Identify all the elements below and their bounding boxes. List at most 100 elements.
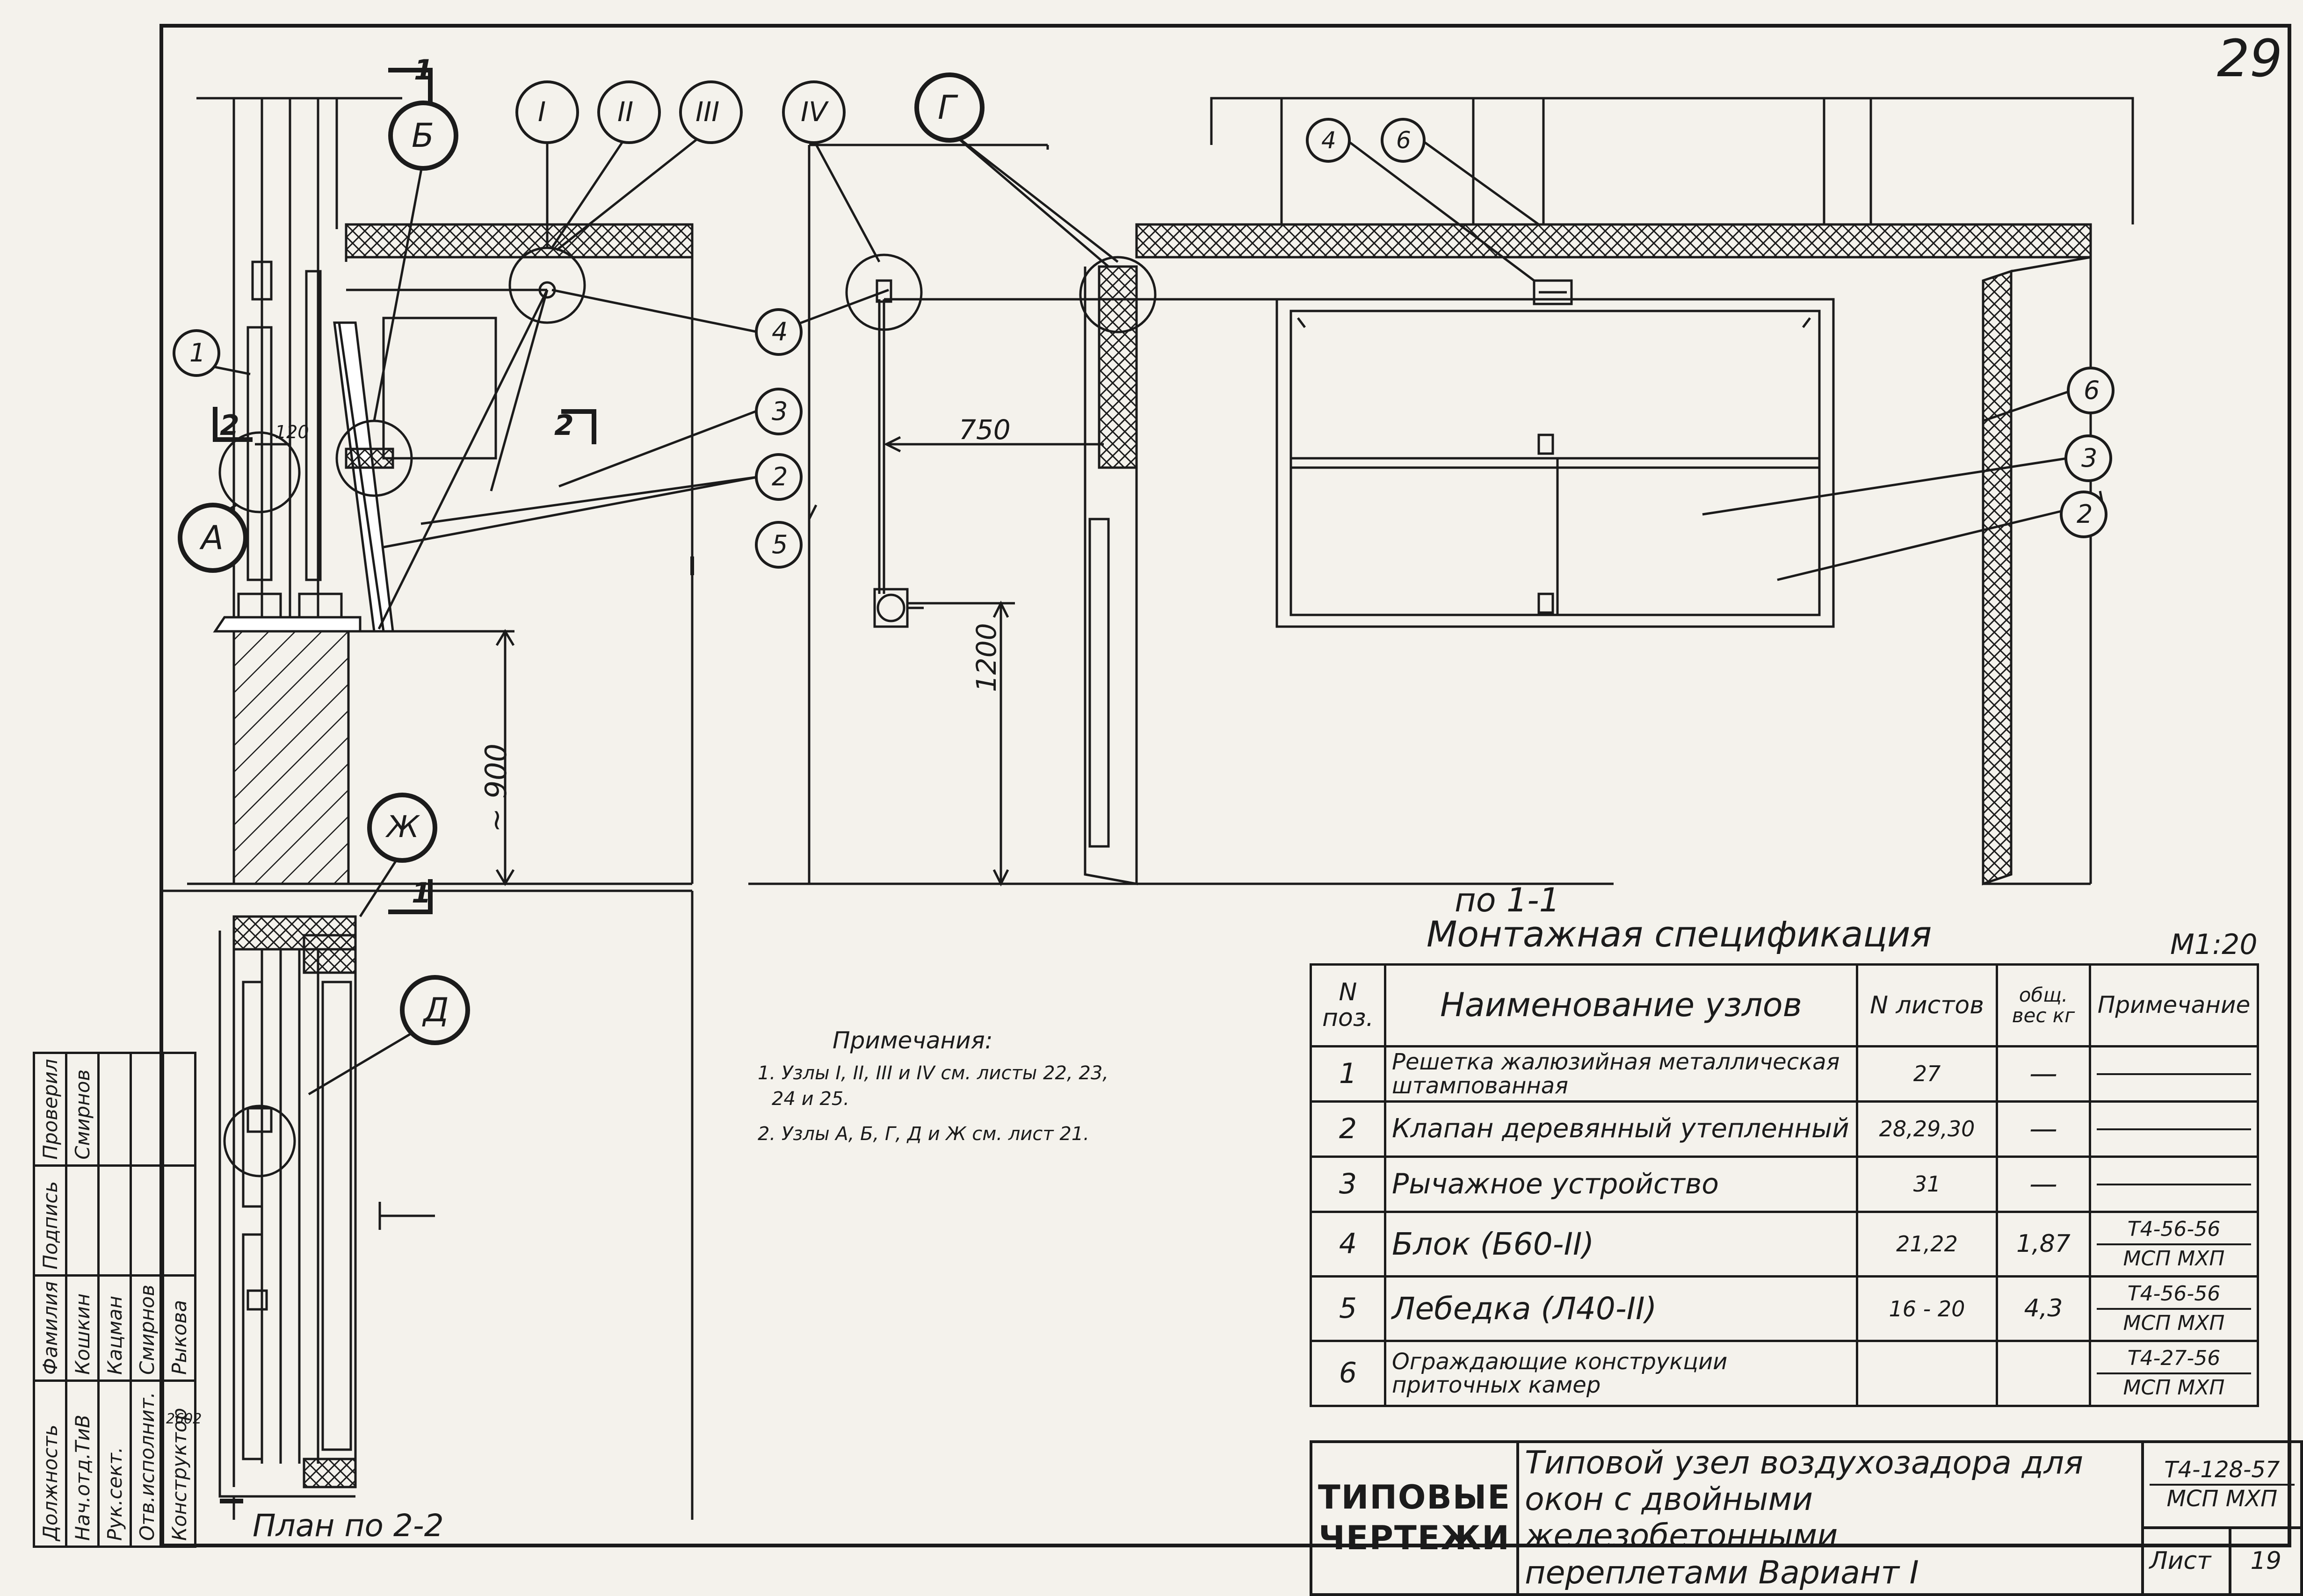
callout-node-g: Г [938, 88, 956, 127]
sheet-value: 19 [2229, 1526, 2303, 1596]
drawing-code: Т4-128-57 МСП МХП [2141, 1440, 2303, 1529]
pos-6-right-label: 6 [2084, 376, 2100, 405]
pos-2-label: 2 [772, 462, 788, 491]
sig-sign [130, 1165, 163, 1276]
callout-bubbles [173, 72, 2115, 1045]
table-row: 6 Ограждающие конструкции приточных каме… [1310, 1340, 2259, 1407]
spec-header-pos: N поз. [1310, 963, 1386, 1047]
sig-role: Отв.исполнит. [130, 1380, 163, 1547]
spec-cell-name: Клапан деревянный утепленный [1384, 1100, 1858, 1158]
section-caption: по 1-1 [1455, 881, 1560, 919]
table-row: 3 Рычажное устройство 31 — [1310, 1155, 2259, 1213]
pos-6-top-label: 6 [1396, 127, 1411, 154]
spec-cell-note [2089, 1045, 2259, 1103]
sig-name: Кацман [98, 1275, 131, 1381]
sig-sign: Подпись [34, 1165, 66, 1276]
mounting-specification-table: N поз. Наименование узлов N листов общ. … [1310, 963, 2259, 1407]
spec-title: Монтажная спецификация [1427, 913, 1932, 955]
spec-header-sheets: N листов [1856, 963, 1998, 1047]
spec-cell-name: Блок (Б60-II) [1384, 1210, 1858, 1278]
middle-section-view [748, 130, 1614, 887]
sheet-label: Лист [2141, 1526, 2232, 1596]
section-mark-1-top: 1 [414, 54, 434, 87]
brand-stamp: ТИПОВЫЕ ЧЕРТЕЖИ [1309, 1440, 1520, 1596]
spec-cell-mass: 4,3 [1996, 1275, 2091, 1343]
brand-line-2: ЧЕРТЕЖИ [1318, 1519, 1510, 1558]
callout-node-zh: Ж [387, 810, 419, 845]
callout-node-d: Д [423, 991, 449, 1029]
brand-line-1: ТИПОВЫЕ [1318, 1478, 1511, 1517]
pos-4-label: 4 [772, 317, 788, 347]
spec-cell-sheets: 21,22 [1856, 1210, 1998, 1278]
dimension-120: 120 [275, 422, 309, 442]
notes-line-1b: 24 и 25. [772, 1088, 849, 1110]
spec-header-row: N поз. Наименование узлов N листов общ. … [1310, 963, 2259, 1047]
spec-cell-mass: — [1996, 1155, 2091, 1213]
callout-node-b: Б [412, 116, 435, 155]
sig-role: Рук.сект. [98, 1380, 131, 1547]
dimension-750: 750 [959, 414, 1011, 446]
dimension-900: ~ 900 [479, 744, 513, 832]
pos-5-label: 5 [772, 530, 788, 559]
sig-name: Фамилия [34, 1275, 66, 1381]
side-number: 2602 [166, 1411, 202, 1427]
sig-checked: Проверил [34, 1053, 66, 1166]
scale-label: М1:20 [2170, 928, 2258, 961]
sig-role: Конструктор [163, 1380, 196, 1547]
spec-cell-sheets: 27 [1856, 1045, 1998, 1103]
title-block: ТИПОВЫЕ ЧЕРТЕЖИ Типовой узел воздухозадо… [1309, 1440, 2303, 1596]
sig-sign [163, 1165, 196, 1276]
spec-cell-pos: 3 [1310, 1155, 1386, 1213]
table-row: 1 Решетка жалюзийная металлическая штамп… [1310, 1045, 2259, 1103]
sheet-number: 29 [2217, 29, 2282, 88]
spec-cell-pos: 2 [1310, 1100, 1386, 1158]
spec-cell-mass: 1,87 [1996, 1210, 2091, 1278]
table-row: Конструктор Рыкова [163, 1053, 196, 1547]
spec-header-mass: общ. вес кг [1996, 963, 2091, 1047]
sig-name: Кошкин [66, 1275, 99, 1381]
callout-node-1: I [538, 96, 546, 128]
spec-cell-note [2089, 1155, 2259, 1213]
drawing-title-line-1: Типовой узел воздухозадора для [1525, 1444, 2083, 1481]
table-row: Нач.отд.ТиВ Кошкин Смирнов [66, 1053, 99, 1547]
pos-3-right-label: 3 [2081, 443, 2098, 473]
spec-cell-pos: 6 [1310, 1340, 1386, 1407]
callout-node-4: IV [801, 96, 827, 128]
table-row: 2 Клапан деревянный утепленный 28,29,30 … [1310, 1100, 2259, 1158]
table-row: Должность Фамилия Подпись Проверил [34, 1053, 66, 1547]
sheet-frame [159, 24, 2291, 1547]
sig-role: Должность [34, 1380, 66, 1547]
spec-cell-name: Рычажное устройство [1384, 1155, 1858, 1213]
spec-header-note: Примечание [2089, 963, 2259, 1047]
spec-cell-sheets [1856, 1340, 1998, 1407]
notes-line-1a: 1. Узлы I, II, III и IV см. листы 22, 23… [758, 1062, 1109, 1084]
spec-cell-name: Лебедка (Л40-II) [1384, 1275, 1858, 1343]
spec-cell-sheets: 28,29,30 [1856, 1100, 1998, 1158]
pos-4-right-label: 4 [1321, 127, 1336, 154]
sig-sign [98, 1165, 131, 1276]
drawing-code-2: МСП МХП [2166, 1485, 2278, 1512]
spec-cell-sheets: 16 - 20 [1856, 1275, 1998, 1343]
plan-view [161, 850, 694, 1520]
drawing-code-1: Т4-128-57 [2149, 1457, 2295, 1486]
spec-cell-note [2089, 1100, 2259, 1158]
callout-node-2: II [617, 96, 634, 128]
spec-cell-mass: — [1996, 1045, 2091, 1103]
plan-caption: План по 2-2 [253, 1508, 444, 1544]
callout-node-a: А [201, 519, 224, 557]
right-elevation-view [949, 97, 2134, 886]
sig-checked-name: Смирнов [66, 1053, 99, 1166]
notes-line-2: 2. Узлы А, Б, Г, Д и Ж см. лист 21. [758, 1123, 1090, 1145]
dimension-1200: 1200 [970, 623, 1002, 692]
sig-role: Нач.отд.ТиВ [66, 1380, 99, 1547]
drawing-title-line-2: окон с двойными железобетонными [1525, 1481, 1838, 1555]
table-row: Отв.исполнит. Смирнов [130, 1053, 163, 1547]
section-mark-2-left: 2 [220, 409, 239, 442]
drawing-title-line-3: переплетами Вариант I [1525, 1554, 1919, 1591]
pos-3-label: 3 [772, 397, 788, 426]
